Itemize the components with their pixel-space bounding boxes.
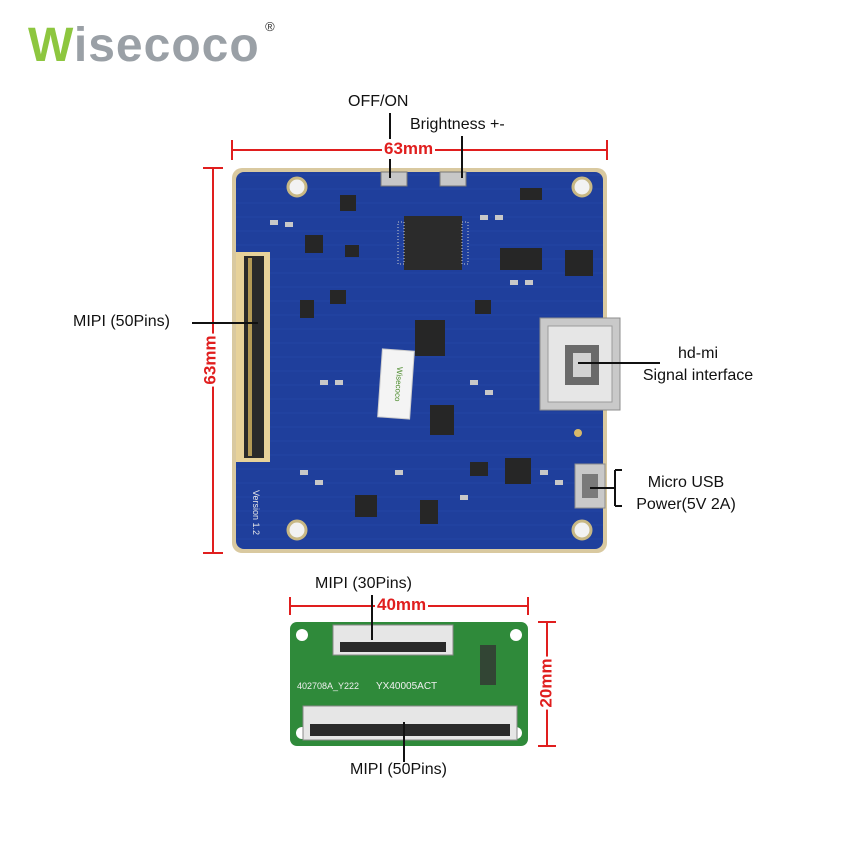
adapter-callout-lines bbox=[371, 595, 405, 762]
mipi-50-adapter-connector bbox=[302, 705, 518, 741]
silkscreen-left: 402708A_Y222 bbox=[297, 681, 359, 691]
hdmi-label-line1: hd-mi bbox=[677, 345, 718, 362]
mipi-30-label: MIPI (30Pins) bbox=[315, 575, 412, 592]
logo-rest: isecoco bbox=[73, 19, 260, 72]
logo-initial: W bbox=[28, 19, 74, 72]
silkscreen-right: YX40005ACT bbox=[376, 681, 437, 692]
brand-sticker: Wisecoco bbox=[377, 348, 415, 420]
micro-usb-port bbox=[574, 463, 606, 509]
off-on-label: OFF/ON bbox=[348, 93, 409, 110]
registered-mark: ® bbox=[265, 19, 276, 34]
main-height-dimension: 63mm bbox=[200, 333, 221, 387]
mounting-holes bbox=[286, 176, 593, 541]
adapter-width-dimension: 40mm bbox=[375, 595, 429, 615]
sticker-text: Wisecoco bbox=[393, 367, 404, 403]
main-width-dimension: 63mm bbox=[382, 139, 436, 159]
callout-lines bbox=[192, 113, 660, 507]
mipi-50-connector bbox=[236, 252, 270, 462]
main-ic bbox=[397, 216, 469, 270]
brightness-label: Brightness +- bbox=[410, 116, 505, 133]
usb-label-line1: Micro USB bbox=[647, 474, 725, 491]
adapter-mipi-50-label: MIPI (50Pins) bbox=[350, 761, 447, 778]
adapter-board: 402708A_Y222 YX40005ACT bbox=[290, 622, 528, 746]
passive-components bbox=[270, 215, 563, 500]
hdmi-label-line2: Signal interface bbox=[642, 367, 754, 384]
version-text: Version 1.2 bbox=[251, 490, 261, 535]
mipi-50-label: MIPI (50Pins) bbox=[73, 313, 170, 330]
adapter-height-dimension: 20mm bbox=[536, 656, 557, 710]
top-buttons bbox=[380, 171, 467, 187]
small-components bbox=[300, 188, 593, 524]
brand-logo: Wisecoco ® bbox=[28, 19, 275, 72]
usb-label-line2: Power(5V 2A) bbox=[636, 496, 736, 513]
main-board: Version 1.2 bbox=[232, 168, 621, 553]
mipi-30-connector bbox=[332, 624, 454, 656]
